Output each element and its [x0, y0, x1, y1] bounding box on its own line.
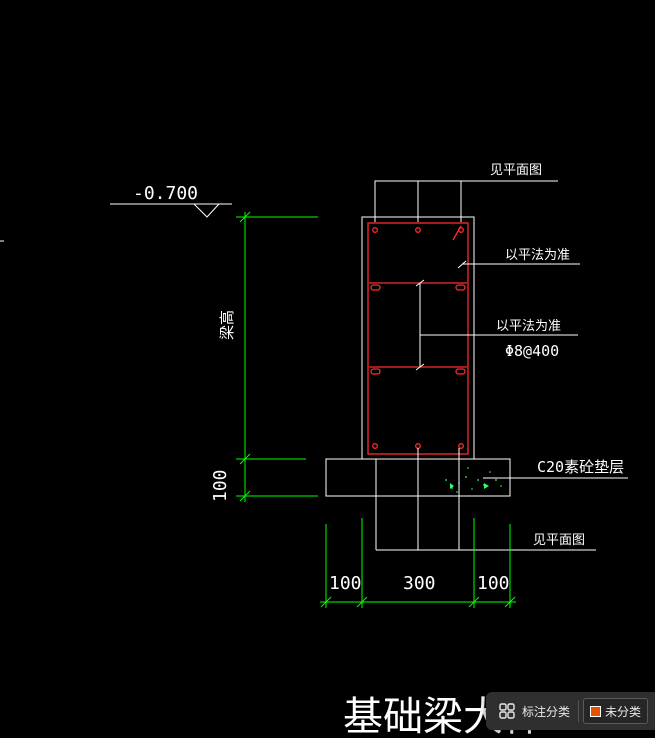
annotation-top-bars: 见平面图	[490, 163, 542, 178]
horizontal-dimension	[320, 518, 516, 608]
rebar-dot	[372, 443, 378, 449]
grid-icon	[499, 703, 515, 719]
vertical-dimension	[236, 211, 318, 502]
cushion-hatch	[445, 467, 502, 493]
beam-outline	[361, 216, 475, 460]
leader-top-bars	[374, 180, 558, 222]
dim-left: 100	[329, 573, 362, 594]
uncategorized-chip[interactable]: 未分类	[583, 698, 649, 724]
rebar-cage	[367, 222, 469, 455]
annotation-bottom-bars: 见平面图	[533, 533, 585, 548]
rebar-dot	[458, 227, 464, 233]
annotation-side-bars-mid: 以平法为准	[496, 319, 561, 334]
toolbar-divider	[578, 700, 580, 722]
stirrup-outline	[367, 222, 469, 455]
cushion-thickness-label: 100	[210, 469, 231, 502]
beam-height-label: 梁高	[218, 310, 236, 340]
classify-label: 标注分类	[522, 704, 571, 719]
elevation-marker: -0.700	[110, 183, 232, 218]
annotation-side-bars-top: 以平法为准	[505, 248, 570, 263]
annotation-toolbar: 标注分类 未分类	[486, 692, 655, 730]
classify-button[interactable]: 标注分类	[494, 697, 574, 725]
elevation-label: -0.700	[133, 183, 198, 204]
dim-center: 300	[403, 573, 436, 594]
leader-lines	[374, 180, 628, 551]
dim-right: 100	[477, 573, 510, 594]
category-color-swatch	[590, 705, 602, 717]
rebar-dot	[372, 227, 378, 233]
uncategorized-label: 未分类	[605, 704, 642, 719]
rebar-dot	[415, 443, 421, 449]
rebar-dot	[458, 443, 464, 449]
annotation-cushion: C20素砼垫层	[537, 458, 624, 476]
rebar-dot	[415, 227, 421, 233]
annotation-stirrup: Φ8@400	[505, 342, 559, 360]
